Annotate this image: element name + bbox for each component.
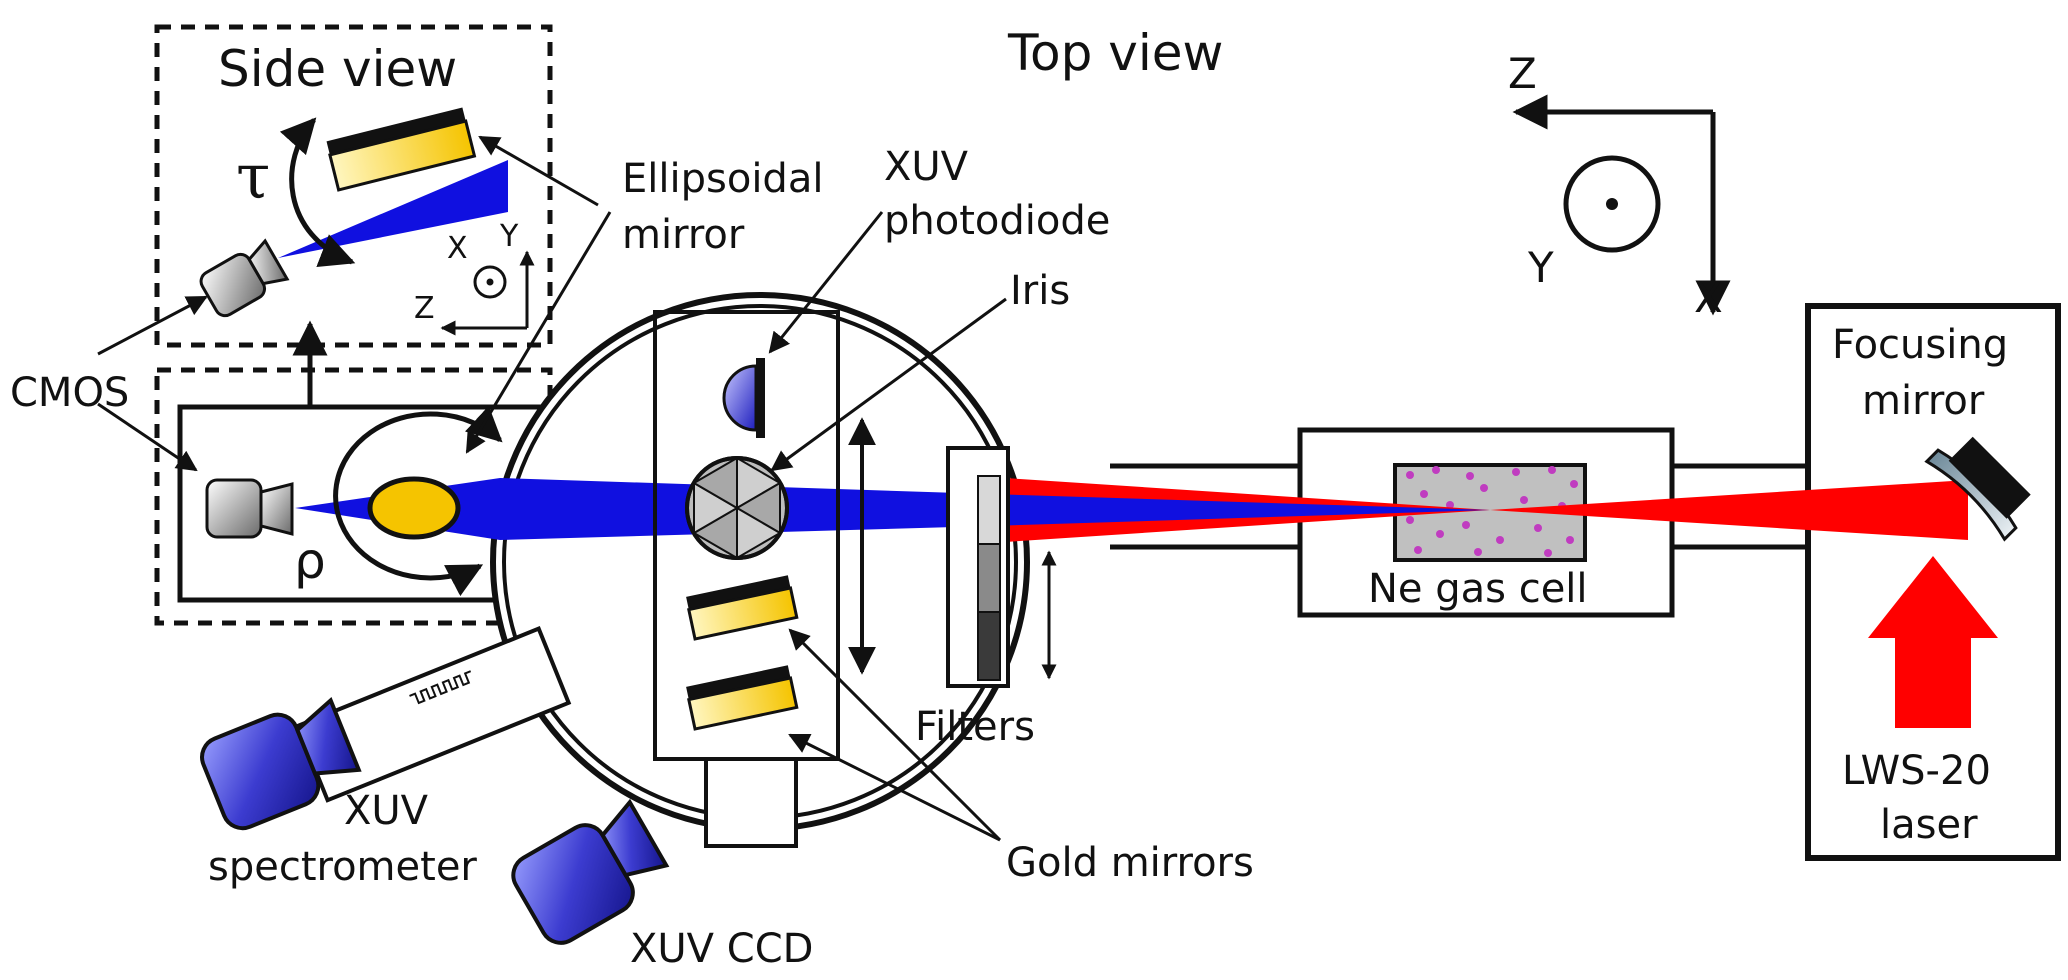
- xuv-beam-cone: [990, 494, 1490, 526]
- side-axis-x-out-of-page-icon: [473, 265, 507, 299]
- beamline-tubes: [1110, 463, 1808, 550]
- optics-stage-base: [704, 757, 798, 848]
- gold-mirror-1-icon: [686, 575, 799, 641]
- side-view-axes: X Y Z: [414, 219, 535, 336]
- spectrometer-grating-icon: [409, 670, 472, 705]
- gold-mirror-2-icon: [686, 665, 799, 731]
- axis-x-label: X: [1694, 273, 1723, 322]
- xuv-ccd-camera-icon: [511, 798, 670, 945]
- focusing-mirror-icon: [1924, 436, 2031, 542]
- laser-label-line1: LWS-20: [1842, 748, 1991, 794]
- rho-symbol: ρ: [294, 532, 326, 590]
- tau-rotation-arrow: [279, 117, 356, 267]
- side-view-frame: [154, 24, 553, 348]
- side-axis-z-label: Z: [414, 291, 435, 326]
- ne-gas-cell-label: Ne gas cell: [1368, 566, 1588, 612]
- xuv-photodiode-icon: [722, 358, 765, 438]
- ellipsoidal-mirror-label-line1: Ellipsoidal: [622, 156, 823, 202]
- axis-z-label: Z: [1508, 49, 1537, 98]
- detection-dashed-frame: [154, 367, 553, 626]
- laser-label-line2: laser: [1880, 802, 1978, 848]
- xuv-spectrometer-label-line1: XUV: [344, 788, 429, 834]
- top-view-cmos-camera-icon: [205, 478, 294, 539]
- pointer-arrows: [97, 135, 1007, 842]
- side-view-ellipsoidal-mirror: [326, 107, 477, 192]
- filters-label: Filters: [915, 704, 1035, 750]
- tau-symbol: τ: [236, 140, 270, 213]
- side-view-panel: Side view τ X Y Z: [154, 24, 553, 348]
- side-axis-y-label: Y: [499, 219, 519, 254]
- iris-icon: [685, 456, 789, 560]
- spectrometer-camera-icon: [200, 696, 362, 831]
- focusing-mirror-label-line2: mirror: [1862, 378, 1985, 424]
- top-view-title: Top view: [1007, 24, 1223, 82]
- iris-label: Iris: [1010, 268, 1070, 314]
- gold-mirrors-label: Gold mirrors: [1006, 840, 1254, 886]
- filter-holder: [946, 446, 1010, 688]
- cmos-label: CMOS: [10, 370, 129, 416]
- top-view-axes: Z Y X: [1508, 49, 1731, 322]
- ellipsoidal-mirror-label-line2: mirror: [622, 212, 745, 258]
- xuv-photodiode-label-line1: XUV: [884, 144, 969, 190]
- xuv-ccd-label: XUV CCD: [630, 926, 813, 972]
- top-view-ellipsoidal-mirror-icon: [367, 476, 461, 540]
- side-axis-x-label: X: [447, 231, 468, 266]
- focusing-mirror-label-line1: Focusing: [1832, 322, 2008, 368]
- side-view-cmos-camera-icon: [199, 238, 290, 318]
- rho-rotation-arrow: [333, 405, 503, 597]
- xuv-spectrometer-label-line2: spectrometer: [208, 844, 477, 890]
- ir-beam-focused: [1490, 480, 1968, 540]
- axis-y-out-of-page-icon: [1563, 155, 1661, 253]
- axis-y-label: Y: [1527, 243, 1554, 292]
- xuv-photodiode-label-line2: photodiode: [884, 198, 1110, 244]
- ir-laser-input-arrow: [1868, 556, 1998, 728]
- side-view-title: Side view: [218, 40, 457, 98]
